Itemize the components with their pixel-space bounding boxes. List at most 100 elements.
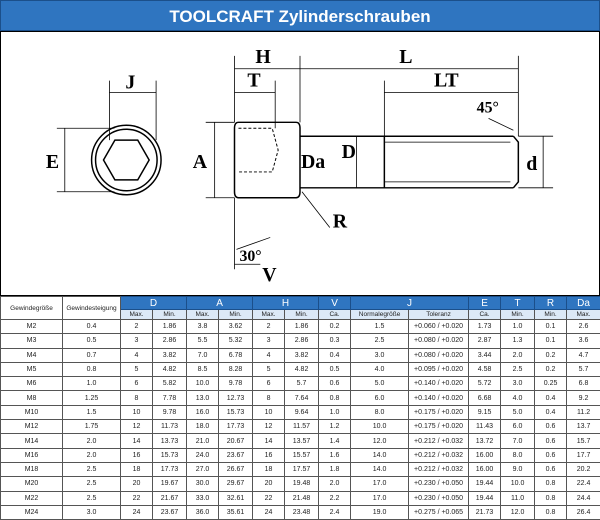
table-cell: 4.7 <box>566 347 600 363</box>
table-cell: 10.0 <box>350 419 410 435</box>
subheader: Ca. <box>468 309 502 320</box>
header-v: V <box>318 296 352 310</box>
table-cell: +0.140 / +0.020 <box>408 376 470 392</box>
table-cell: 3 <box>252 333 286 349</box>
subheader: Min. <box>218 309 254 320</box>
subheader: Min. <box>500 309 536 320</box>
table-cell: 6.78 <box>218 347 254 363</box>
table-cell: 0.2 <box>534 361 568 378</box>
table-cell: +0.212 / +0.032 <box>408 433 470 449</box>
table-cell: 13.73 <box>151 433 188 449</box>
table-cell: 11.73 <box>151 419 188 435</box>
table-cell: 2.0 <box>500 347 536 363</box>
table-cell: 9.0 <box>500 461 536 478</box>
subheader: Min. <box>284 309 320 320</box>
label-45deg: 45° <box>477 99 499 116</box>
table-cell: 14 <box>252 433 286 449</box>
table-cell: 12 <box>120 419 153 435</box>
table-cell: M12 <box>0 419 63 435</box>
table-cell: 3 <box>120 333 153 349</box>
table-cell: 2.0 <box>62 433 121 449</box>
table-cell: 11.0 <box>500 490 536 506</box>
table-cell: 17.7 <box>566 447 600 463</box>
table-cell: 24 <box>120 504 153 520</box>
table-cell: 18 <box>252 461 286 478</box>
label-h: H <box>255 46 271 68</box>
table-cell: 6.0 <box>500 419 536 435</box>
table-cell: 22 <box>120 490 153 506</box>
label-e: E <box>46 151 59 173</box>
table-cell: 1.0 <box>318 404 352 421</box>
subheader: Normalegröße <box>350 309 410 320</box>
table-cell: 15.57 <box>284 447 320 463</box>
header-j: J <box>350 296 470 310</box>
table-cell: 7.78 <box>151 390 188 406</box>
table-cell: 5.82 <box>151 376 188 392</box>
table-cell: 35.61 <box>218 504 254 520</box>
table-cell: 13.0 <box>186 390 220 406</box>
table-cell: +0.080 / +0.020 <box>408 347 470 363</box>
table-cell: 18 <box>120 461 153 478</box>
table-cell: 1.5 <box>350 318 410 335</box>
subheader: Toleranz <box>408 309 470 320</box>
screw-head <box>233 121 301 199</box>
table-cell: +0.230 / +0.050 <box>408 490 470 506</box>
table-cell: 19.48 <box>284 476 320 492</box>
table-cell: 7.0 <box>500 433 536 449</box>
table-cell: +0.212 / +0.032 <box>408 461 470 478</box>
table-cell: 8 <box>252 390 286 406</box>
table-cell: 2.87 <box>468 333 502 349</box>
table-cell: 2.6 <box>566 318 600 335</box>
table-cell: 11.57 <box>284 419 320 435</box>
table-cell: 5.7 <box>284 376 320 392</box>
table-cell: 0.5 <box>318 361 352 378</box>
table-cell: 4 <box>120 347 153 363</box>
table-cell: 2.5 <box>62 476 121 492</box>
label-da: Da <box>301 151 325 173</box>
table-cell: 3.8 <box>186 318 220 335</box>
shank-tip-chamfer <box>512 135 520 189</box>
table-cell: 18.0 <box>186 419 220 435</box>
table-cell: 10 <box>120 404 153 421</box>
table-cell: 22.4 <box>566 476 600 492</box>
header-e: E <box>468 296 502 310</box>
table-cell: 19.44 <box>468 490 502 506</box>
table-cell: 0.8 <box>62 361 121 378</box>
table-cell: 12.73 <box>218 390 254 406</box>
table-cell: 14 <box>120 433 153 449</box>
table-cell: 2.5 <box>350 333 410 349</box>
screw-technical-drawing: J E H T A Da D R 30° V L LT 45° d <box>0 31 600 296</box>
label-t: T <box>247 70 260 92</box>
table-cell: 1.0 <box>500 318 536 335</box>
table-cell: 0.5 <box>62 333 121 349</box>
label-d-upper: D <box>342 141 356 163</box>
header-da: Da <box>566 296 600 310</box>
table-cell: 16 <box>120 447 153 463</box>
table-cell: M18 <box>0 461 63 478</box>
table-cell: 24.0 <box>186 447 220 463</box>
table-cell: 4.0 <box>350 361 410 378</box>
table-cell: 2.5 <box>62 461 121 478</box>
table-cell: 0.4 <box>534 390 568 406</box>
table-cell: 16.0 <box>186 404 220 421</box>
table-cell: M10 <box>0 404 63 421</box>
table-cell: 15.73 <box>151 447 188 463</box>
table-cell: 21.73 <box>468 504 502 520</box>
table-cell: 2.5 <box>62 490 121 506</box>
label-l: L <box>399 46 412 68</box>
table-cell: 0.1 <box>534 318 568 335</box>
header-h: H <box>252 296 320 310</box>
table-cell: 14.0 <box>350 461 410 478</box>
table-cell: 23.48 <box>284 504 320 520</box>
table-cell: +0.275 / +0.065 <box>408 504 470 520</box>
table-cell: 8.0 <box>350 404 410 421</box>
label-r: R <box>333 211 348 233</box>
table-cell: 6.68 <box>468 390 502 406</box>
table-cell: 24 <box>252 504 286 520</box>
table-cell: 24.4 <box>566 490 600 506</box>
